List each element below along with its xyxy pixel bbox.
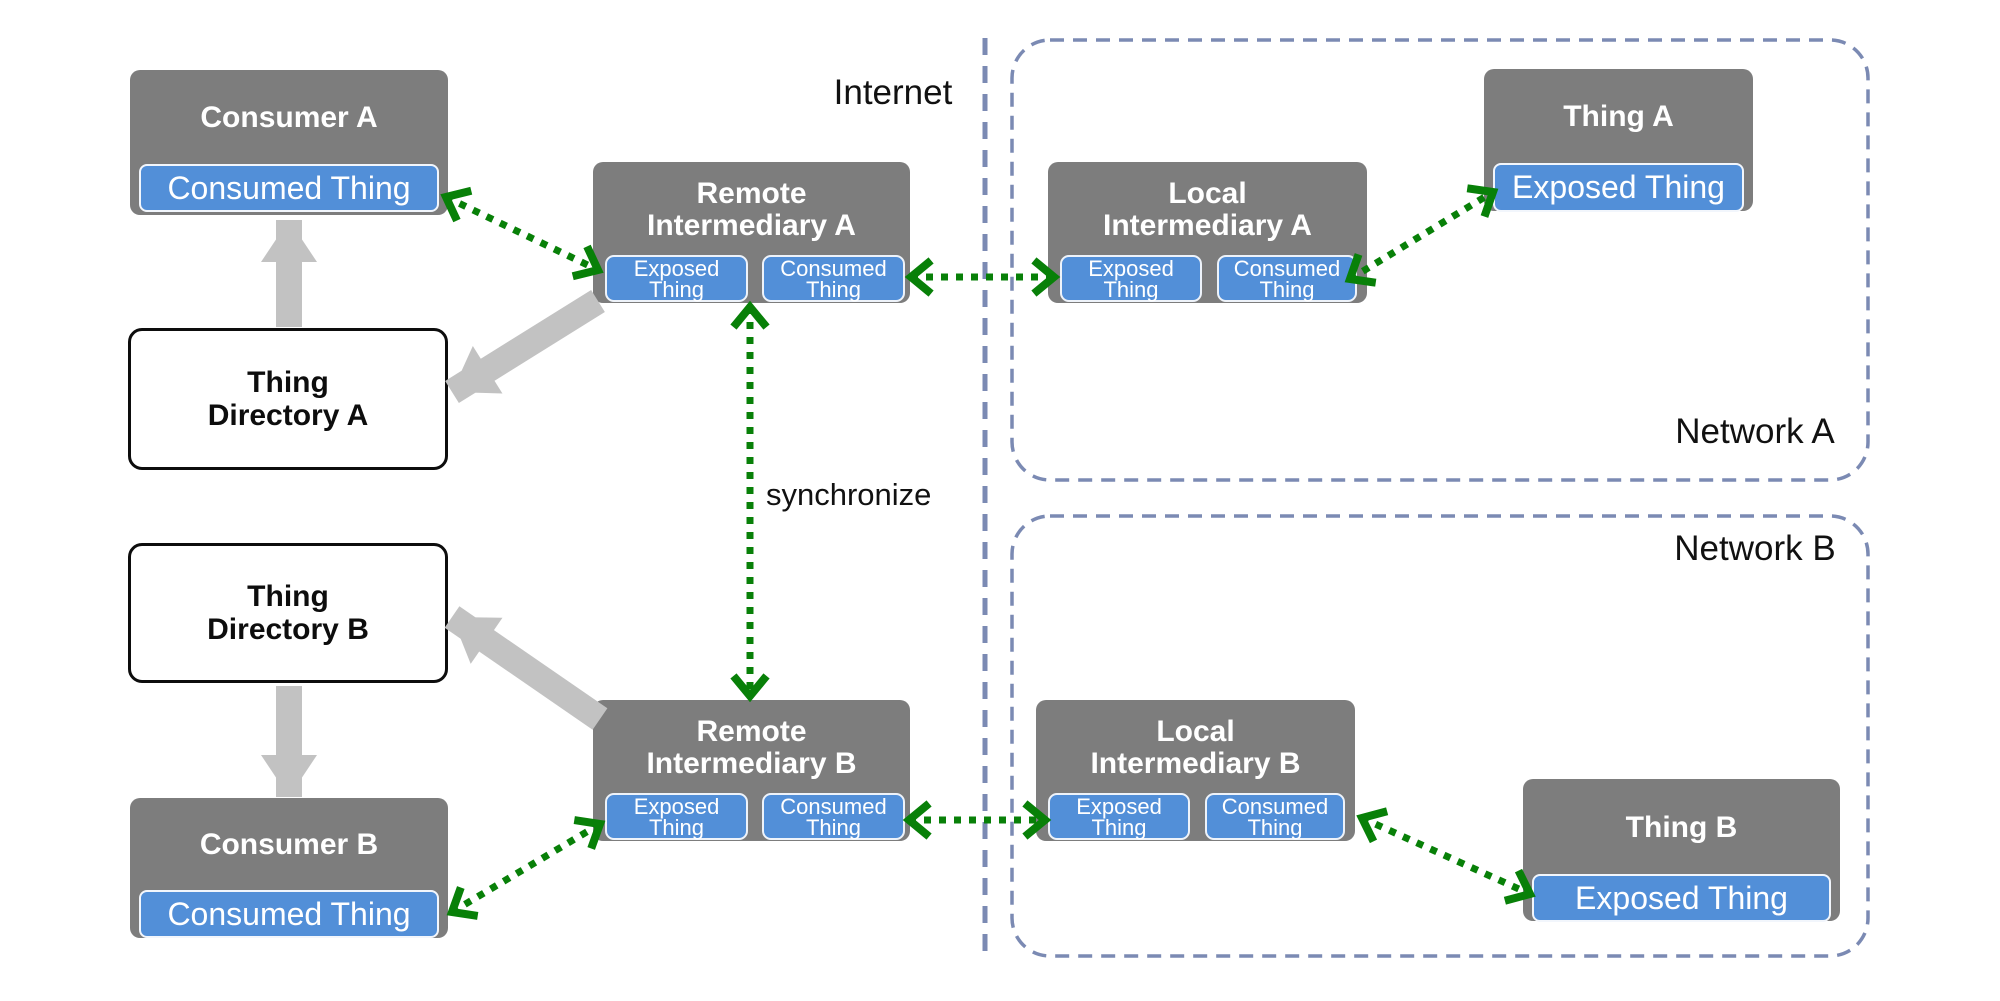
local-intermediary-b-title-line2: Intermediary B — [1090, 746, 1301, 780]
thing-directory-b-node: Thing Directory B — [128, 543, 448, 683]
port-label-line1: Exposed — [1076, 793, 1162, 819]
local-intermediary-a-node: Local Intermediary A Exposed Thing Consu… — [1048, 162, 1367, 303]
thing-directory-a-node: Thing Directory A — [128, 328, 448, 470]
local-intermediary-a-title-line2: Intermediary A — [1103, 208, 1312, 242]
remote-intermediary-a-node: Remote Intermediary A Exposed Thing Cons… — [593, 162, 910, 303]
remote-intermediary-b-consumed-thing-port: Consumed Thing — [762, 793, 905, 840]
thing-a-exposed-thing-port: Exposed Thing — [1493, 163, 1744, 212]
consumer-a-consumed-thing-port: Consumed Thing — [139, 164, 439, 212]
arrow-consumer-b-remote-intermediary-b — [446, 816, 606, 920]
synchronize-label: synchronize — [766, 477, 932, 512]
remote-intermediary-b-exposed-thing-port: Exposed Thing — [605, 793, 748, 840]
remote-intermediary-a-exposed-thing-port: Exposed Thing — [605, 255, 748, 302]
port-label-line1: Exposed — [1088, 255, 1174, 281]
network-a-label: Network A — [1675, 412, 1835, 451]
local-intermediary-b-node: Local Intermediary B Exposed Thing Consu… — [1036, 700, 1355, 841]
port-label-line2: Thing — [648, 276, 705, 302]
thing-b-exposed-thing-port: Exposed Thing — [1532, 874, 1831, 922]
thing-directory-a-title-line2: Directory A — [207, 399, 369, 432]
port-label-line2: Thing — [1247, 814, 1303, 840]
port-label-line1: Exposed — [633, 793, 720, 819]
port-label-line1: Consumed — [1233, 255, 1341, 281]
port-label-line2: Thing — [805, 814, 862, 840]
remote-intermediary-a-consumed-thing-port: Consumed Thing — [762, 255, 905, 302]
thing-a-title: Thing A — [1563, 100, 1674, 133]
remote-intermediary-a-title: Remote Intermediary A — [593, 162, 910, 257]
port-label-line2: Thing — [1091, 814, 1147, 840]
local-intermediary-b-exposed-thing-port: Exposed Thing — [1048, 793, 1190, 840]
remote-intermediary-b-title-line2: Intermediary B — [646, 746, 857, 780]
arrow-consumer-a-remote-intermediary-a — [440, 186, 604, 281]
arrow-remote-intermediary-b-to-directory-b — [444, 606, 608, 730]
remote-intermediary-a-title-line2: Intermediary A — [647, 208, 856, 242]
consumer-b-consumed-thing-port: Consumed Thing — [139, 890, 439, 938]
local-intermediary-b-consumed-thing-port: Consumed Thing — [1205, 793, 1345, 840]
port-label-line1: Consumed — [780, 793, 887, 819]
port-label-line2: Thing — [1103, 276, 1159, 302]
port-label-line1: Consumed — [780, 255, 887, 281]
thing-a-node: Thing A Exposed Thing — [1484, 69, 1753, 212]
local-intermediary-b-title: Local Intermediary B — [1036, 700, 1355, 795]
local-intermediary-a-consumed-thing-port: Consumed Thing — [1217, 255, 1357, 302]
internet-label: Internet — [833, 73, 953, 112]
port-label-line2: Thing — [805, 276, 862, 302]
arrow-remote-intermediary-a-to-directory-a — [445, 289, 605, 404]
thing-directory-b-title-line2: Directory B — [207, 613, 369, 646]
local-intermediary-b-title-line1: Local — [1156, 714, 1235, 748]
remote-intermediary-b-title: Remote Intermediary B — [593, 700, 910, 795]
consumer-a-node: Consumer A Consumed Thing — [130, 70, 448, 215]
arrow-local-intermediary-a-thing-a — [1344, 184, 1499, 287]
port-label-line2: Thing — [648, 814, 705, 840]
consumer-b-title: Consumer B — [199, 828, 379, 861]
thing-directory-a-title-line1: Thing — [247, 366, 329, 399]
consumer-a-title: Consumer A — [200, 101, 378, 134]
port-label-line1: Exposed — [633, 255, 720, 281]
thing-b-node: Thing B Exposed Thing — [1523, 779, 1840, 922]
network-b-label: Network B — [1674, 529, 1836, 568]
consumer-b-node: Consumer B Consumed Thing — [130, 798, 448, 938]
port-label-line2: Thing — [1259, 276, 1315, 302]
remote-intermediary-a-title-line1: Remote — [696, 176, 807, 210]
remote-intermediary-b-title-line1: Remote — [696, 714, 807, 748]
arrow-local-intermediary-b-thing-b — [1356, 807, 1536, 905]
port-label-line1: Consumed — [1221, 793, 1329, 819]
local-intermediary-a-exposed-thing-port: Exposed Thing — [1060, 255, 1202, 302]
thing-directory-b-title-line1: Thing — [247, 580, 329, 613]
thing-b-title: Thing B — [1625, 810, 1738, 844]
local-intermediary-a-title: Local Intermediary A — [1048, 162, 1367, 257]
local-intermediary-a-title-line1: Local — [1168, 176, 1247, 210]
remote-intermediary-b-node: Remote Intermediary B Exposed Thing Cons… — [593, 700, 910, 841]
